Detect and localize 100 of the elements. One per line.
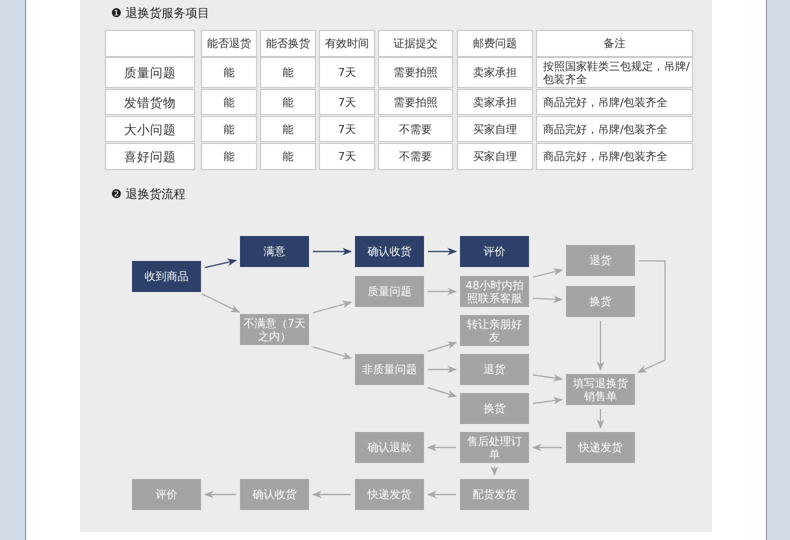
arrow [428,386,458,398]
table-cell: 不需要 [378,143,453,170]
table-cell: 需要拍照 [378,57,453,88]
arrow [532,295,563,304]
section-heading: ❷ 退换货流程 [111,186,186,203]
row-header: 发错货物 [105,89,195,115]
table-cell: 卖家承担 [457,57,533,88]
box-label: 评价 [484,245,506,258]
box-label: 换货 [484,402,506,415]
table-cell: 7天 [319,89,375,115]
process-box [132,479,201,510]
process-box [240,479,309,510]
arrow [428,288,457,296]
table-cell: 卖家承担 [457,89,533,115]
box-label: 评价 [156,488,178,501]
arrow [204,490,236,498]
process-box [132,261,201,292]
arrow [313,248,352,256]
column-header: 邮费问题 [457,30,533,57]
arrow [201,293,240,313]
table-cell: 买家自理 [457,143,533,170]
process-box [460,479,529,510]
box-label: 售后处理订单 [466,434,523,460]
arrow [428,341,458,352]
row-header: 质量问题 [105,57,195,88]
row-header: 大小问题 [105,116,195,142]
column-header: 能否换货 [260,30,316,57]
box-label: 转让亲朋好友 [466,318,523,344]
column-header: 有效时间 [319,30,375,57]
box-label: 快递发货 [368,488,412,501]
process-box [460,354,529,385]
box-label: 配货发货 [472,488,516,501]
table-cell: 需要拍照 [378,89,453,115]
table-cell: 能 [260,116,316,142]
table-cell: 按照国家鞋类三包规定，吊牌/包装齐全 [536,57,693,88]
box-label: 填写退换货销售单 [572,376,629,402]
column-header: 备注 [536,30,693,57]
arrow [532,374,563,382]
table-cell: 能 [260,89,316,115]
box-label: 确认收货 [252,488,296,501]
arrow [427,444,456,452]
table-cell: 能 [201,89,257,115]
box-label: 退货 [484,363,506,376]
arrow [532,268,564,278]
column-header: 能否退货 [201,30,257,57]
arrow [596,321,604,371]
box-label: 退货 [590,254,612,267]
section-heading: ❶ 退换货服务项目 [111,5,210,22]
process-box [460,393,529,424]
box-label: 收到商品 [144,270,188,283]
process-box [355,354,424,385]
box-label: 确认收货 [368,245,412,258]
table-cell: 能 [201,57,257,88]
table-cell: 7天 [319,116,375,142]
box-label: 非质量问题 [362,363,417,376]
arrow [312,300,352,314]
process-box [566,432,635,463]
process-box [566,245,635,276]
process-box [566,286,635,317]
process-box [355,276,424,307]
table-cell: 商品完好，吊牌/包装齐全 [536,89,693,115]
process-box [355,479,424,510]
table-cell: 商品完好，吊牌/包装齐全 [536,143,693,170]
column-header: 证据提交 [378,30,453,57]
table-cell: 7天 [319,57,375,88]
table-cell: 商品完好，吊牌/包装齐全 [536,116,693,142]
process-box [460,236,529,267]
box-label: 确认退款 [368,441,412,454]
box-label: 质量问题 [368,285,412,298]
table-cell: 能 [201,116,257,142]
box-label: 快递发货 [578,441,622,454]
table-cell: 能 [260,57,316,88]
arrow [490,466,498,476]
box-label: 48小时内拍照联系客服 [464,278,524,304]
table-cell: 买家自理 [457,116,533,142]
arrow [428,248,457,256]
process-box [460,276,529,307]
arrow [204,258,238,268]
box-label: 满意 [264,245,286,258]
process-box [460,315,529,346]
arrow [312,490,351,498]
arrow [532,444,562,452]
box-label: 不满意（7天之内） [242,316,306,342]
arrow [428,366,457,374]
table-cell: 7天 [319,143,375,170]
table-cell: 能 [260,143,316,170]
table-cell: 能 [201,143,257,170]
process-box [240,236,309,267]
arrow [427,490,456,498]
process-box [566,374,635,405]
table-cell: 不需要 [378,116,453,142]
process-box [460,432,529,463]
box-label: 换货 [590,295,612,308]
process-box [355,236,424,267]
arrow [596,409,604,429]
process-box [355,432,424,463]
arrow [312,346,352,360]
arrow [637,260,666,373]
row-header: 喜好问题 [105,143,195,170]
arrow [532,396,563,405]
